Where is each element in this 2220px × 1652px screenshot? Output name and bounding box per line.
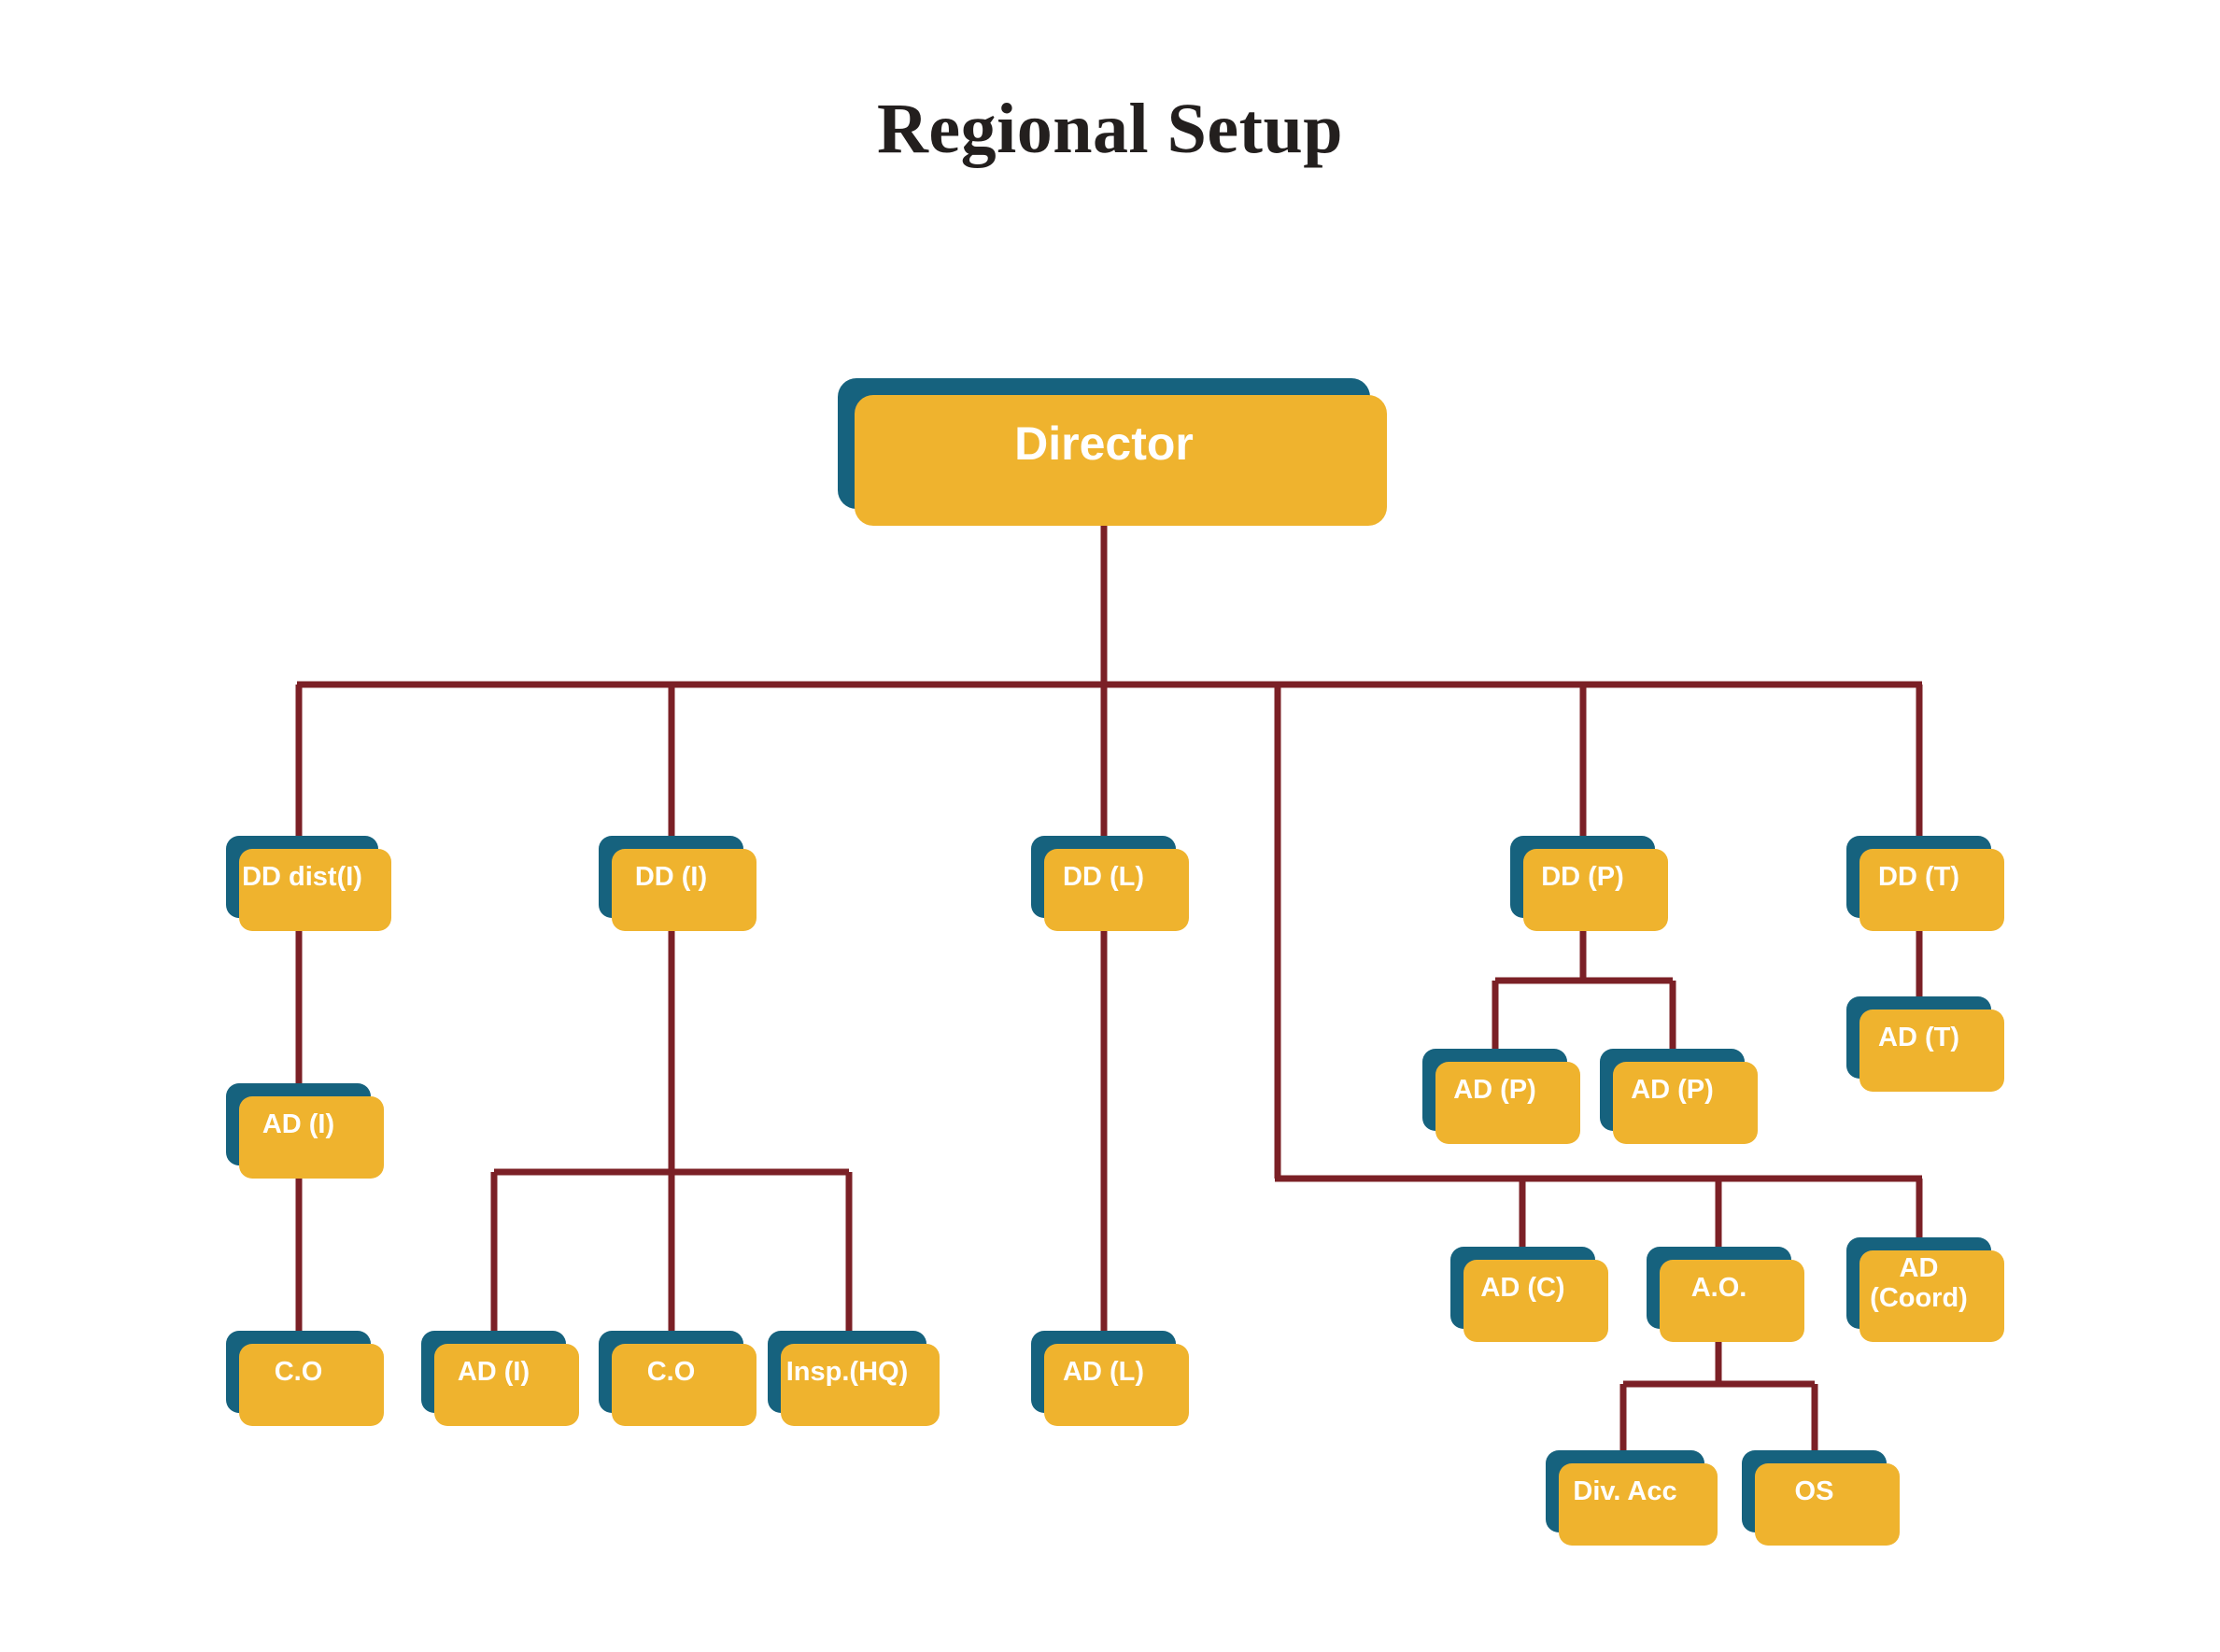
node-label: Director — [1014, 417, 1194, 470]
node-div-acc[interactable]: Div. Acc — [1546, 1450, 1718, 1546]
node-label: AD (T) — [1878, 1022, 1959, 1052]
node-label: C.O — [274, 1356, 323, 1387]
node-ad-c[interactable]: AD (C) — [1450, 1247, 1608, 1342]
node-ad-p-2[interactable]: AD (P) — [1600, 1049, 1758, 1144]
node-label: DD (T) — [1878, 861, 1959, 892]
node-label: C.O — [646, 1356, 696, 1387]
node-label: AD (Coord) — [1870, 1253, 1968, 1314]
node-label: AD (P) — [1631, 1074, 1714, 1105]
node-ad-p-1[interactable]: AD (P) — [1422, 1049, 1580, 1144]
node-label: DD (I) — [634, 861, 708, 892]
node-dd-i[interactable]: DD (I) — [599, 836, 756, 931]
node-dd-l[interactable]: DD (L) — [1031, 836, 1189, 931]
node-dd-p[interactable]: DD (P) — [1510, 836, 1668, 931]
node-insp-hq[interactable]: Insp.(HQ) — [768, 1331, 940, 1426]
node-label: AD (P) — [1453, 1074, 1536, 1105]
node-label: AD (C) — [1480, 1272, 1565, 1303]
node-ao[interactable]: A.O. — [1647, 1247, 1804, 1342]
node-label: Div. Acc — [1573, 1476, 1677, 1506]
node-label-line-1: AD — [1899, 1252, 1939, 1283]
node-ad-i-1[interactable]: AD (I) — [226, 1083, 384, 1179]
node-label: DD dist(I) — [242, 861, 362, 892]
node-label: DD (P) — [1541, 861, 1624, 892]
node-label: A.O. — [1690, 1272, 1747, 1303]
node-label: OS — [1794, 1476, 1834, 1506]
node-director[interactable]: Director — [838, 378, 1387, 526]
node-label: AD (I) — [457, 1356, 530, 1387]
node-co-1[interactable]: C.O — [226, 1331, 384, 1426]
node-label: AD (L) — [1063, 1356, 1144, 1387]
node-dd-t[interactable]: DD (T) — [1846, 836, 2004, 931]
node-os[interactable]: OS — [1742, 1450, 1900, 1546]
node-label: AD (I) — [262, 1108, 335, 1139]
node-label: Insp.(HQ) — [785, 1356, 909, 1387]
node-ad-i-2[interactable]: AD (I) — [421, 1331, 579, 1426]
page-title: Regional Setup — [877, 90, 1343, 168]
node-ad-l[interactable]: AD (L) — [1031, 1331, 1189, 1426]
node-ad-coord[interactable]: AD (Coord) — [1846, 1237, 2004, 1342]
node-ad-t[interactable]: AD (T) — [1846, 996, 2004, 1092]
node-dd-dist-i[interactable]: DD dist(I) — [226, 836, 391, 931]
node-label-line-2: (Coord) — [1870, 1283, 1968, 1313]
node-co-2[interactable]: C.O — [599, 1331, 756, 1426]
node-label: DD (L) — [1063, 861, 1144, 892]
